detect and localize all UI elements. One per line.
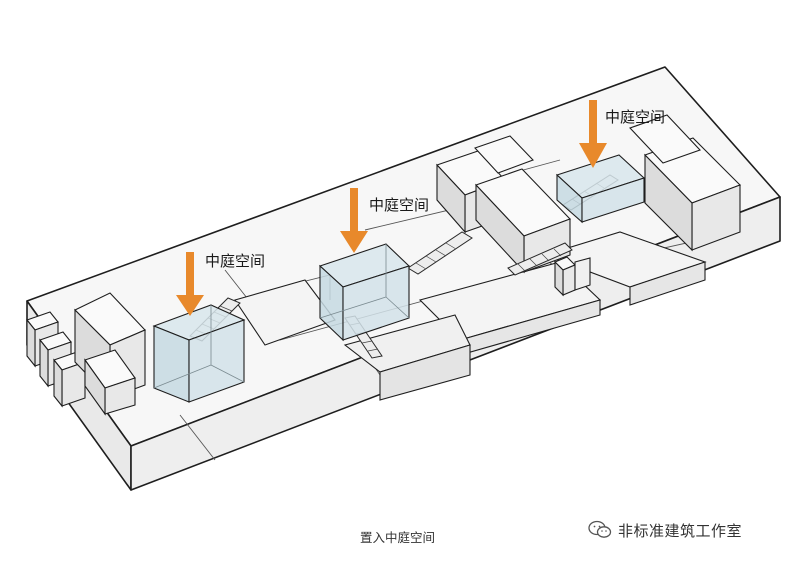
courtyard-label-3: 中庭空间 [605, 108, 665, 126]
arrow-3 [579, 100, 607, 168]
courtyard-label-2: 中庭空间 [369, 196, 429, 214]
building-blocks-left [26, 292, 146, 416]
courtyard-volume-1 [152, 304, 246, 403]
courtyard-label-1: 中庭空间 [205, 252, 265, 270]
courtyard-labels: 中庭空间 中庭空间 中庭空间 [205, 108, 665, 270]
arrow-2 [340, 188, 368, 253]
courtyard-arrows [176, 100, 607, 316]
slab-right-front [629, 261, 706, 306]
diagram-caption: 置入中庭空间 [359, 530, 435, 545]
watermark-text: 非标准建筑工作室 [618, 521, 743, 540]
arrow-1 [176, 252, 204, 316]
watermark: 非标准建筑工作室 [588, 518, 742, 542]
courtyard-volumes [152, 154, 646, 403]
courtyard-volume-2 [318, 243, 411, 342]
stair-2 [407, 231, 473, 275]
wechat-icon [588, 520, 612, 538]
slab-lower-center-front [379, 344, 471, 401]
building-blocks-right [436, 114, 741, 297]
courtyard-volume-3 [555, 154, 646, 224]
